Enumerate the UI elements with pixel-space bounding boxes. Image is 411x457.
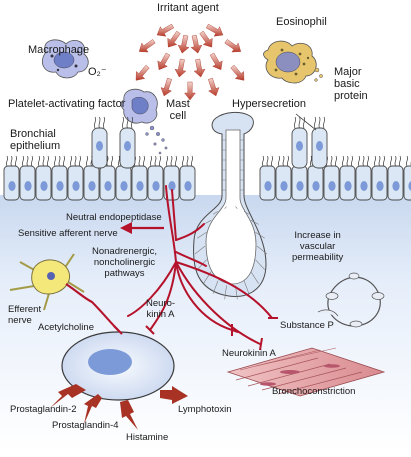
irritant-arrow [174, 58, 187, 78]
smooth-muscle-bundle [226, 347, 386, 397]
label-substance-p: Substance P [280, 320, 334, 331]
capillary-vessel [317, 272, 385, 328]
goblet-cell [291, 116, 308, 169]
epithelial-cell [403, 155, 411, 201]
label-bronchial-epithelium: Bronchial epithelium [10, 128, 61, 152]
irritant-arrow [199, 30, 213, 48]
label-neurokinin-a-lower: Neurokinin A [222, 348, 276, 359]
epithelial-cell [51, 155, 68, 201]
eosinophil-cell [263, 40, 323, 84]
epithelial-cell [339, 155, 356, 201]
irritant-arrow [167, 30, 181, 48]
irritant-arrow [177, 34, 190, 54]
epithelial-cell [67, 155, 84, 201]
irritant-arrow [224, 39, 242, 53]
epithelial-cell [179, 155, 196, 201]
label-bronchoconstriction: Bronchoconstriction [272, 386, 356, 397]
irritant-arrow [184, 81, 196, 101]
target-smooth-muscle-cell [61, 331, 175, 401]
label-irritant-agent: Irritant agent [157, 2, 219, 14]
epithelial-cell [259, 155, 276, 201]
submucosal-gland [193, 111, 268, 300]
epithelial-cell [275, 155, 292, 201]
label-macrophage: Macrophage [28, 44, 90, 56]
label-neutral-endopeptidase: Neutral endopeptidase [66, 212, 162, 223]
label-neurokinin-a-upper: Neuro- kinin A [146, 298, 176, 320]
epithelial-cell [307, 155, 324, 201]
epithelial-cell [83, 155, 100, 201]
irritant-arrow [135, 64, 150, 81]
macrophage-cell [42, 39, 89, 79]
label-eosinophil: Eosinophil [276, 16, 327, 28]
label-prostaglandin-4: Prostaglandin-4 [52, 420, 119, 431]
irritant-arrow [157, 52, 171, 70]
nerve-fibers [91, 185, 273, 345]
epithelial-cell [35, 155, 52, 201]
epithelial-cell [323, 155, 340, 201]
mediator-arrows [50, 384, 188, 430]
label-sensitive-afferent-nerve: Sensitive afferent nerve [18, 228, 118, 239]
secretory-cells [91, 116, 328, 169]
epithelial-cell [147, 155, 164, 201]
bronchial-epithelium-cells [3, 155, 411, 201]
leader-lines [295, 113, 317, 131]
epithelial-cell [371, 155, 388, 201]
label-nanc-pathways: Nonadrenergic, noncholinergic pathways [92, 246, 157, 279]
label-histamine: Histamine [126, 432, 169, 443]
goblet-cell [91, 116, 108, 169]
irritant-arrow [156, 23, 175, 37]
irritant-arrow [190, 34, 203, 54]
irritant-arrow [160, 77, 172, 97]
irritant-arrows [135, 23, 245, 101]
label-mast-cell: Mast cell [166, 98, 190, 122]
label-o2: O₂⁻ [88, 66, 107, 78]
afferent-nerve-arrow [120, 222, 164, 234]
epithelial-cell [387, 155, 404, 201]
label-efferent-nerve: Efferent nerve [8, 304, 42, 326]
label-lymphotoxin: Lymphotoxin [178, 404, 232, 415]
label-hypersecretion: Hypersecretion [232, 98, 306, 110]
mast-cell [120, 88, 168, 155]
epithelial-cell [99, 155, 116, 201]
epithelial-cell [355, 155, 372, 201]
irritant-arrow [208, 77, 220, 97]
irritant-arrow [138, 39, 156, 53]
label-platelet-activating-factor: Platelet-activating factor [8, 98, 126, 110]
goblet-cell [311, 116, 328, 169]
irritant-arrow [230, 64, 245, 81]
irritant-arrow [209, 52, 223, 70]
epithelial-cell [131, 155, 148, 201]
label-acetylcholine: Acetylcholine [38, 322, 94, 333]
label-prostaglandin-2: Prostaglandin-2 [10, 404, 77, 415]
goblet-cell [119, 116, 136, 169]
label-vascular-permeability: Increase in vascular permeability [292, 230, 344, 263]
nerve-endings [113, 317, 278, 351]
label-major-basic-protein: Major basic protein [334, 66, 368, 102]
epithelial-cell [163, 155, 180, 201]
efferent-nerve-cell [9, 253, 93, 311]
irritant-arrow [193, 58, 206, 78]
epithelial-cell [3, 155, 20, 201]
epithelial-cell [19, 155, 36, 201]
irritant-arrow [205, 23, 224, 37]
